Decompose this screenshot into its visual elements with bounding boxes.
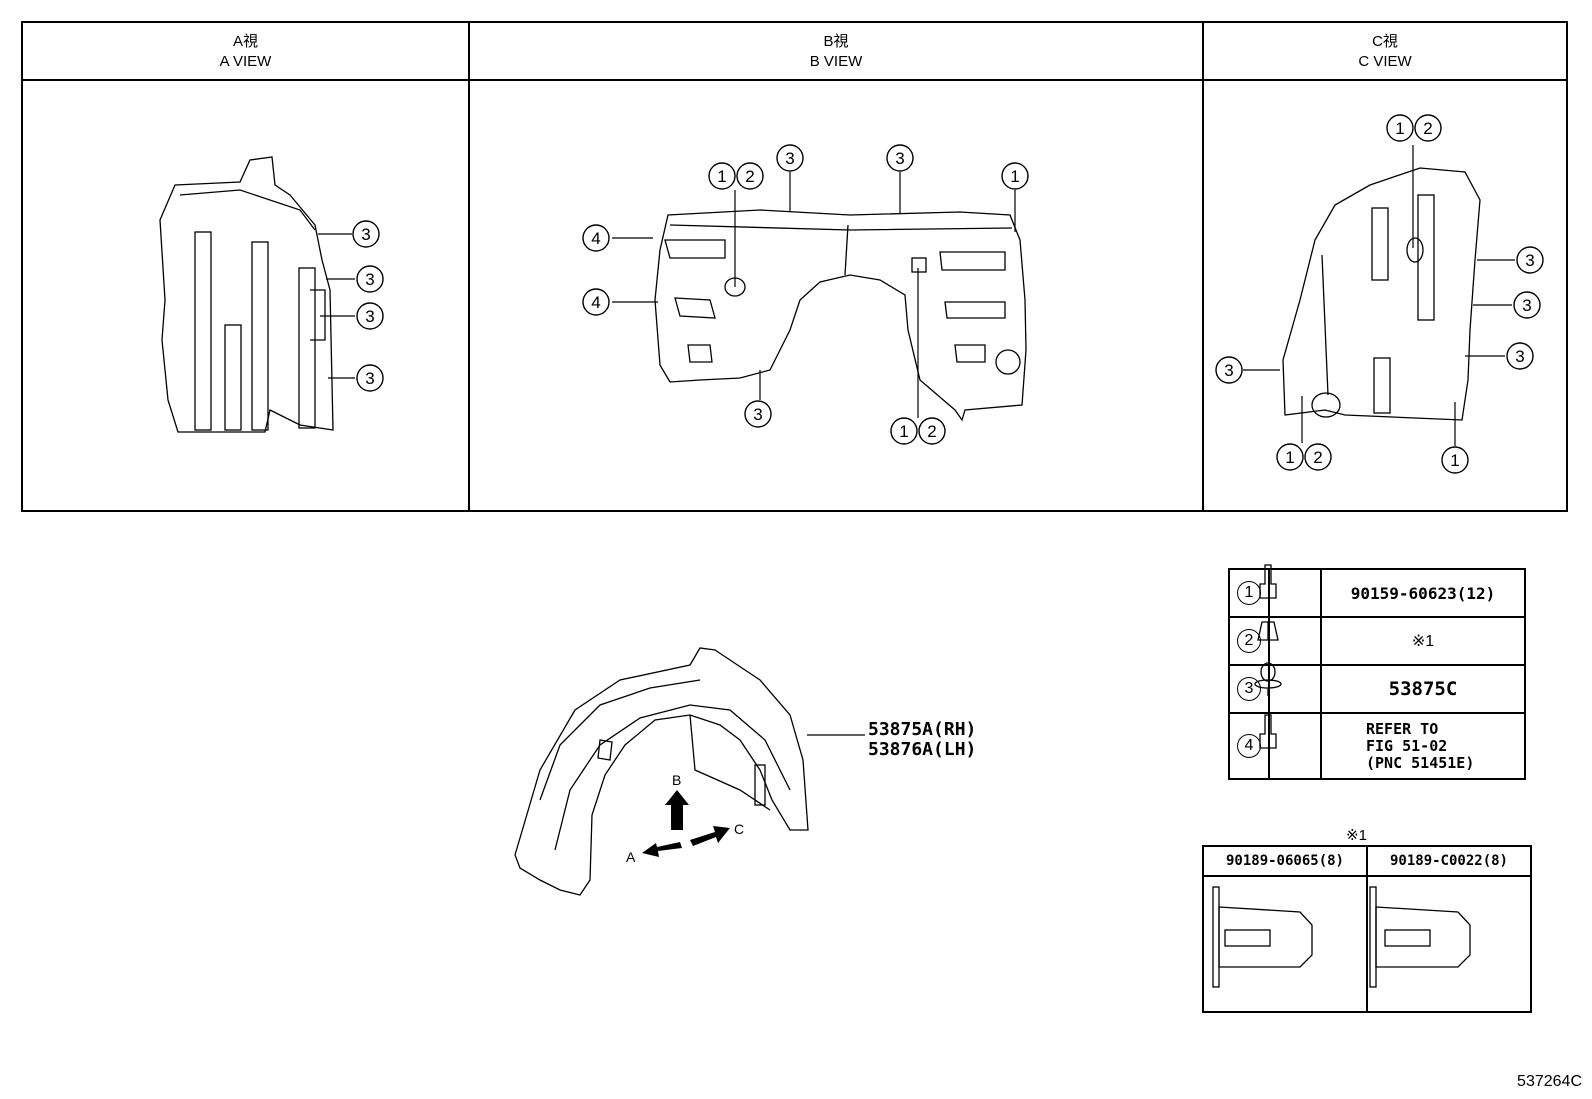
legend-part-refer: REFER TO FIG 51-02 (PNC 51451E) — [1320, 712, 1526, 780]
callout-3: 3 — [895, 149, 904, 168]
fender-liner-main-drawing — [514, 647, 809, 896]
legend-num: 3 — [1237, 677, 1261, 701]
arrow-a — [642, 842, 682, 857]
view-c-title: C視 C VIEW — [1202, 32, 1568, 72]
view-a-title-jp: A視 — [232, 33, 258, 50]
legend-icon-cell — [1268, 616, 1322, 666]
header-divider — [21, 79, 1568, 81]
callout-3: 3 — [365, 307, 374, 326]
refer-line: REFER TO — [1366, 719, 1439, 738]
refer-line: FIG 51-02 — [1366, 736, 1448, 755]
legend-icon-cell — [1268, 664, 1322, 714]
view-c-title-jp: C視 — [1372, 33, 1398, 50]
refer-line: (PNC 51451E) — [1366, 753, 1475, 772]
note1-table: 90189-06065(8) 90189-C0022(8) — [1202, 845, 1532, 1013]
legend-icon-cell — [1268, 712, 1322, 780]
callout-3: 3 — [361, 225, 370, 244]
callout-3: 3 — [365, 369, 374, 388]
view-a-title: A視 A VIEW — [21, 32, 470, 72]
legend-num: 4 — [1237, 734, 1261, 758]
callout-4: 4 — [591, 293, 600, 312]
callout-1: 1 — [1450, 451, 1459, 470]
legend-row: 1 90159-60623(12) — [1228, 568, 1526, 618]
legend-row: 4 REFER TO FIG 51-02 (PNC 51451E) — [1228, 712, 1526, 780]
note1-col1: 90189-06065(8) — [1202, 845, 1368, 877]
callout-1: 1 — [1010, 167, 1019, 186]
direction-arrows — [642, 790, 730, 857]
arrow-c — [690, 826, 730, 846]
callout-3: 3 — [1515, 347, 1524, 366]
callouts — [352, 114, 1544, 474]
callout-3: 3 — [1224, 361, 1233, 380]
a-view-liner-drawing — [159, 156, 334, 433]
main-part-labels: 53875A(RH) 53876A(LH) — [868, 720, 976, 760]
note1-image-row — [1202, 875, 1532, 1013]
legend-row: 3 53875C — [1228, 664, 1526, 714]
callout-1: 1 — [717, 167, 726, 186]
callout-2: 2 — [1423, 119, 1432, 138]
legend-num: 1 — [1237, 581, 1261, 605]
callout-3: 3 — [1525, 251, 1534, 270]
view-panel-c — [1202, 21, 1568, 512]
legend-part: 53875C — [1320, 664, 1526, 714]
view-c-title-en: C VIEW — [1358, 53, 1412, 70]
part-number-rh: 53875A(RH) — [868, 719, 977, 740]
note1-image-cell — [1366, 875, 1532, 1013]
leader-lines — [318, 145, 1515, 736]
view-b-title: B視 B VIEW — [468, 32, 1204, 72]
legend-row: 2 ※1 — [1228, 616, 1526, 666]
arrow-b — [665, 790, 689, 830]
b-view-liner-drawing — [654, 209, 1027, 422]
legend-icon-cell — [1268, 568, 1322, 618]
callout-2: 2 — [927, 422, 936, 441]
note1-image-cell — [1202, 875, 1368, 1013]
callout-4: 4 — [591, 229, 600, 248]
callout-numbers: 3 3 3 3 1 2 3 3 1 4 4 3 1 2 1 2 3 3 3 3 … — [361, 119, 1534, 470]
callout-3: 3 — [785, 149, 794, 168]
callout-3: 3 — [753, 405, 762, 424]
arrow-c-label: C — [734, 821, 744, 837]
callout-2: 2 — [745, 167, 754, 186]
note1-col2: 90189-C0022(8) — [1366, 845, 1532, 877]
callout-3: 3 — [365, 270, 374, 289]
figure-id: 537264C — [1517, 1073, 1582, 1090]
callout-2: 2 — [1313, 448, 1322, 467]
note1-mark: ※1 — [1346, 827, 1367, 844]
part-number-lh: 53876A(LH) — [868, 739, 977, 760]
note1-header-row: 90189-06065(8) 90189-C0022(8) — [1202, 845, 1532, 877]
c-view-liner-drawing — [1282, 167, 1481, 421]
legend-part: 90159-60623(12) — [1320, 568, 1526, 618]
callout-3: 3 — [1522, 296, 1531, 315]
callout-1: 1 — [1285, 448, 1294, 467]
callout-1: 1 — [1395, 119, 1404, 138]
arrow-b-label: B — [672, 772, 681, 788]
callout-1: 1 — [899, 422, 908, 441]
view-a-title-en: A VIEW — [219, 53, 272, 70]
legend-part: ※1 — [1320, 616, 1526, 666]
legend-num: 2 — [1237, 629, 1261, 653]
arrow-a-label: A — [626, 849, 636, 865]
view-b-title-en: B VIEW — [809, 53, 863, 70]
view-b-title-jp: B視 — [823, 33, 849, 50]
fastener-legend-table: 1 90159-60623(12) 2 ※1 3 53875C 4 REFER … — [1228, 568, 1526, 780]
